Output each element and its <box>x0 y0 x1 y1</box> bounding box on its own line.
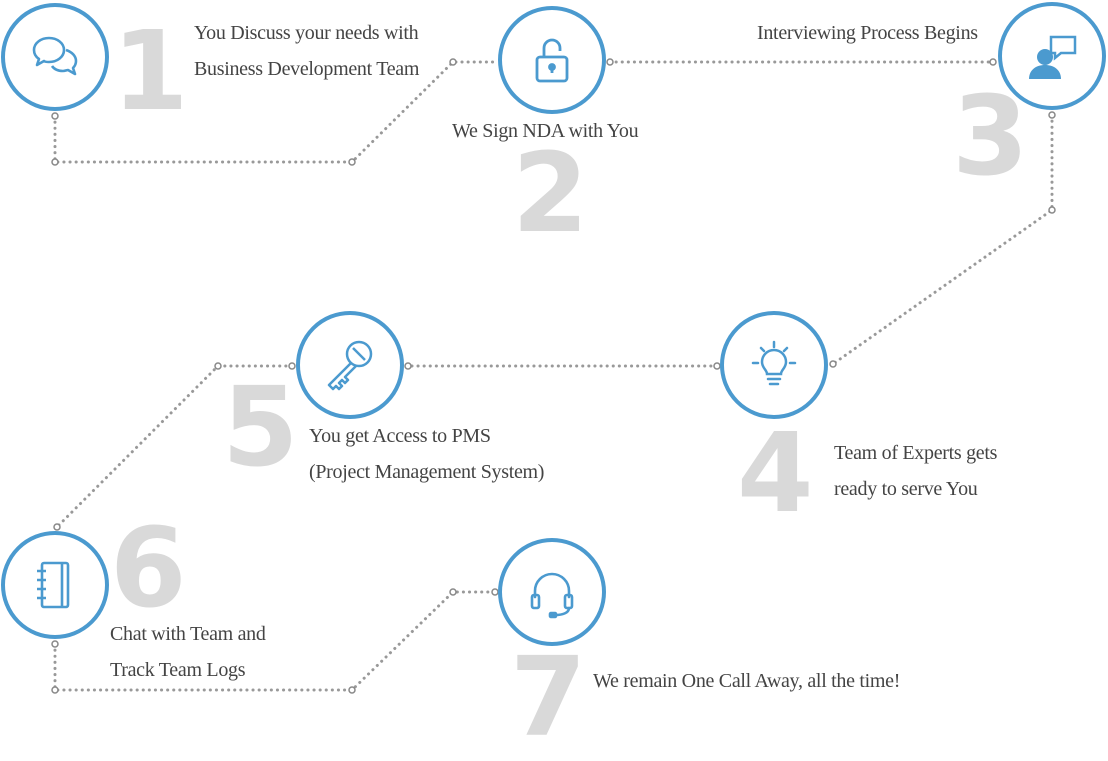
key-icon <box>327 340 373 391</box>
headset-icon <box>530 572 574 619</box>
step-6-line-2: Track Team Logs <box>110 659 246 681</box>
user-speech-icon <box>1029 35 1077 79</box>
step-7-circle <box>498 538 606 646</box>
step-6-label: Chat with Team and Track Team Logs <box>110 616 266 688</box>
step-5-circle <box>296 311 404 419</box>
connector-lines <box>51 58 1056 694</box>
step-1-line-1: You Discuss your needs with <box>194 22 419 44</box>
step-number-7: 7 <box>510 633 587 761</box>
step-3-line-1: Interviewing Process Begins <box>757 22 978 44</box>
step-1-label: You Discuss your needs with Business Dev… <box>194 15 419 87</box>
step-5-line-1: You get Access to PMS <box>309 425 491 447</box>
step-4-label: Team of Experts gets ready to serve You <box>834 435 997 507</box>
notebook-icon <box>37 561 70 609</box>
step-5-line-2: (Project Management System) <box>309 461 545 483</box>
step-number-1: 1 <box>112 7 189 135</box>
unlocked-padlock-icon <box>535 38 569 83</box>
step-1-circle <box>1 3 109 111</box>
connector-3-4 <box>831 113 1054 366</box>
step-4-line-1: Team of Experts gets <box>834 442 998 464</box>
step-number-2: 2 <box>512 129 589 257</box>
step-5-label: You get Access to PMS (Project Managemen… <box>309 418 544 490</box>
step-number-3: 3 <box>952 72 1029 200</box>
lightbulb-icon <box>751 340 797 386</box>
step-number-6: 6 <box>110 504 187 632</box>
step-number-4: 4 <box>737 409 814 537</box>
step-2-line-1: We Sign NDA with You <box>452 120 639 142</box>
step-3-label: Interviewing Process Begins <box>757 15 978 51</box>
step-number-5: 5 <box>222 363 299 491</box>
step-6-circle <box>1 531 109 639</box>
step-4-line-2: ready to serve You <box>834 478 978 500</box>
step-4-circle <box>720 311 828 419</box>
step-1-line-2: Business Development Team <box>194 58 420 80</box>
step-6-line-1: Chat with Team and <box>110 623 266 645</box>
step-2-circle <box>498 6 606 114</box>
step-7-label: We remain One Call Away, all the time! <box>593 663 900 699</box>
chat-bubbles-icon <box>32 36 78 76</box>
step-2-label: We Sign NDA with You <box>452 113 639 149</box>
step-7-line-1: We remain One Call Away, all the time! <box>593 670 901 692</box>
step-3-circle <box>998 2 1106 110</box>
